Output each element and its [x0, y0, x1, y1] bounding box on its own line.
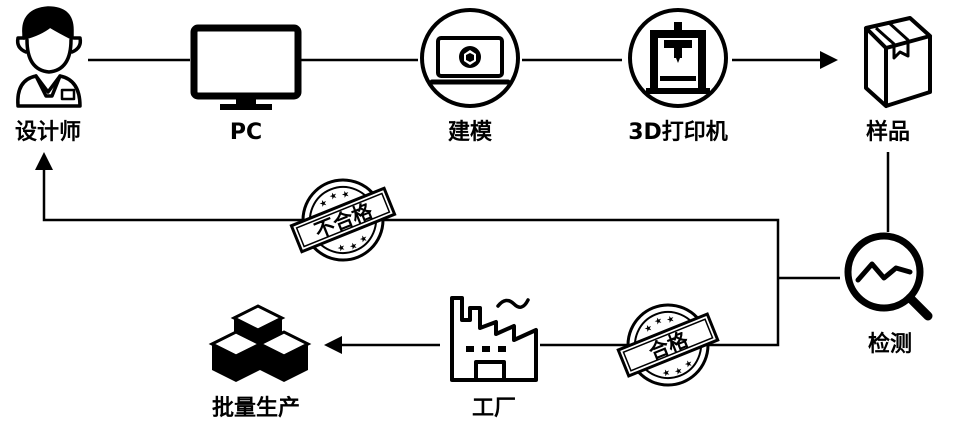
fail-stamp-stars: ★★★ ★★★ [318, 189, 369, 255]
pc-icon [190, 24, 302, 110]
printer-icon [628, 8, 728, 108]
pc-label: PC [229, 120, 263, 145]
pass-stamp-stars: ★★★ ★★★ [643, 314, 694, 380]
connector-pass-path [540, 278, 780, 347]
mass-production-label: 批量生产 [211, 396, 301, 421]
connectors [35, 51, 890, 354]
modeling-label: 建模 [447, 120, 493, 145]
svg-text:★: ★ [336, 242, 347, 254]
factory-icon [450, 296, 538, 382]
modeling-icon [420, 8, 520, 108]
svg-text:★: ★ [643, 323, 654, 335]
inspection-label: 检测 [867, 332, 913, 357]
arrow-to-mass-production [324, 336, 342, 354]
mass-production-cubes-icon [208, 304, 312, 382]
svg-text:★: ★ [358, 233, 369, 245]
cube-right [256, 330, 312, 382]
svg-text:★: ★ [340, 189, 351, 201]
designer-label: 设计师 [14, 120, 82, 145]
svg-text:★: ★ [673, 366, 684, 378]
arrow-to-designer [35, 152, 53, 170]
sample-label: 样品 [865, 120, 911, 145]
cube-top [230, 304, 286, 356]
arrow-to-sample [820, 51, 838, 69]
designer-icon [15, 6, 83, 108]
sample-box-icon [864, 16, 932, 108]
svg-text:★: ★ [328, 191, 339, 203]
connector-fail-path [42, 168, 780, 278]
fail-stamp: ★★★ ★★★ 不合格 [289, 178, 397, 262]
printer-label: 3D打印机 [628, 120, 728, 145]
svg-text:★: ★ [318, 198, 329, 210]
svg-text:★: ★ [665, 314, 676, 326]
factory-label: 工厂 [471, 396, 517, 421]
pass-stamp: ★★★ ★★★ 合格 [616, 303, 720, 387]
svg-text:★: ★ [683, 358, 694, 370]
svg-text:★: ★ [661, 367, 672, 379]
inspection-icon [844, 232, 933, 321]
cube-left [208, 330, 264, 382]
svg-text:★: ★ [348, 241, 359, 253]
svg-text:★: ★ [653, 316, 664, 328]
